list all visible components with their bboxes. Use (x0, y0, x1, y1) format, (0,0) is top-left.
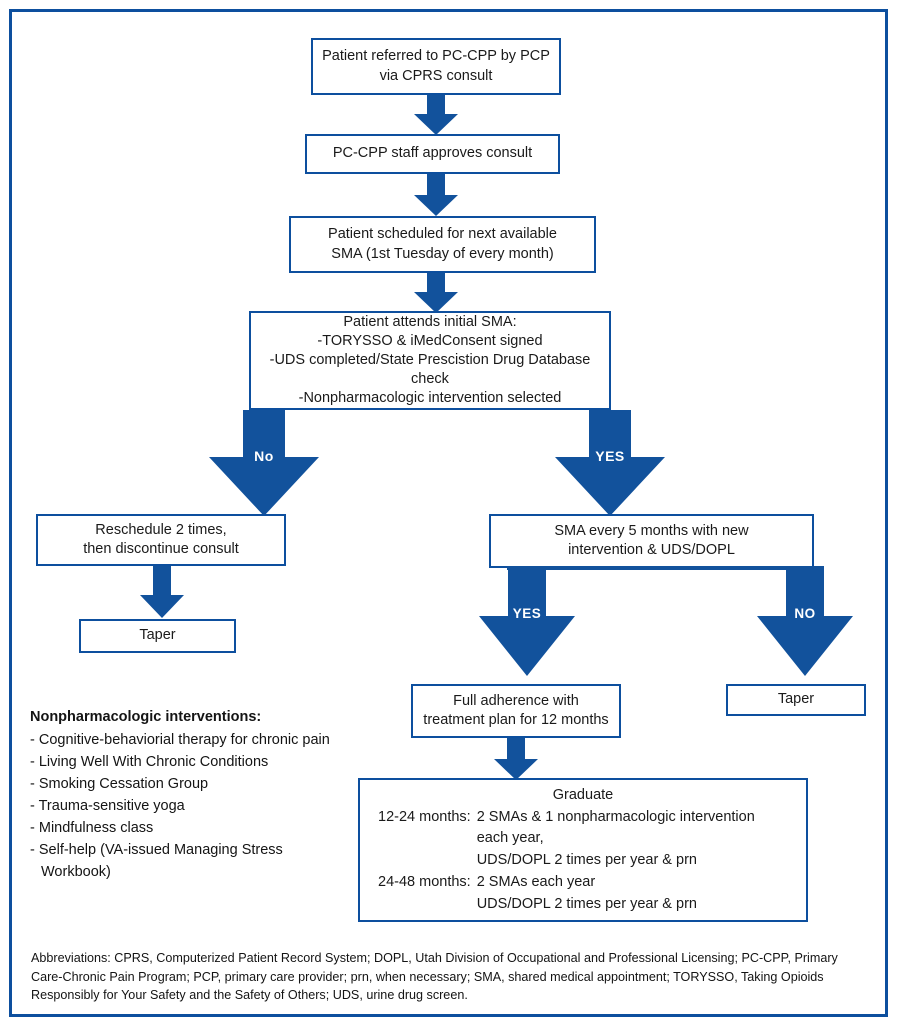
graduate-row: 24-48 months: 2 SMAs each year UDS/DOPL … (378, 872, 788, 916)
node-reschedule: Reschedule 2 times, then discontinue con… (36, 514, 286, 566)
abbreviations-footnote: Abbreviations: CPRS, Computerized Patien… (31, 951, 838, 1003)
node-taper-right: Taper (726, 684, 866, 716)
node-full-adherence: Full adherence with treatment plan for 1… (411, 684, 621, 738)
graduate-row-value: 2 SMAs & 1 nonpharmacologic intervention… (476, 808, 755, 869)
arrow-adherence-to-graduate (494, 738, 538, 780)
arrow-reschedule-to-taper (140, 566, 184, 618)
arrow-initial-sma-no: No (209, 410, 319, 516)
node-graduate: Graduate 12-24 months: 2 SMAs & 1 nonpha… (358, 778, 808, 922)
list-item: Cognitive-behaviorial therapy for chroni… (30, 729, 330, 751)
arrow-scheduling-to-initial-sma (414, 273, 458, 313)
connector-adherence-split-rail (507, 566, 807, 570)
node-taper-left: Taper (79, 619, 236, 653)
graduate-content: Graduate 12-24 months: 2 SMAs & 1 nonpha… (378, 785, 788, 916)
list-item: Trauma-sensitive yoga (30, 795, 330, 817)
arrow-referral-to-approval (414, 95, 458, 135)
graduate-row: 12-24 months: 2 SMAs & 1 nonpharmacologi… (378, 807, 788, 872)
node-staff-approval: PC-CPP staff approves consult (305, 134, 560, 174)
node-initial-sma: Patient attends initial SMA: -TORYSSO & … (249, 311, 611, 410)
list-item: Living Well With Chronic Conditions (30, 751, 330, 773)
legend-title: Nonpharmacologic interventions: (30, 709, 262, 725)
graduate-row-value: 2 SMAs each year UDS/DOPL 2 times per ye… (476, 873, 697, 912)
node-sma-scheduling-label: Patient scheduled for next available SMA… (328, 226, 557, 262)
node-patient-referral: Patient referred to PC-CPP by PCP via CP… (311, 38, 561, 95)
graduate-row-label: 12-24 months: (378, 808, 471, 825)
node-staff-approval-label: PC-CPP staff approves consult (332, 145, 533, 162)
legend-list: Cognitive-behaviorial therapy for chroni… (30, 729, 330, 883)
arrow-adherence-yes: YES (479, 566, 575, 676)
arrow-adherence-no: NO (757, 566, 853, 676)
node-patient-referral-label: Patient referred to PC-CPP by PCP via CP… (322, 48, 550, 84)
node-sma-every-5-months: SMA every 5 months with new intervention… (489, 514, 814, 568)
node-initial-sma-label: Patient attends initial SMA: -TORYSSO & … (269, 313, 591, 407)
arrow-approval-to-scheduling (414, 174, 458, 216)
node-taper-right-label: Taper (777, 691, 815, 708)
node-taper-left-label: Taper (139, 627, 176, 644)
graduate-title: Graduate (552, 786, 614, 803)
node-full-adherence-label: Full adherence with treatment plan for 1… (423, 692, 609, 728)
list-item: Mindfulness class (30, 817, 330, 839)
node-sma-scheduling: Patient scheduled for next available SMA… (289, 216, 596, 273)
list-item: Smoking Cessation Group (30, 773, 330, 795)
arrow-initial-sma-yes: YES (555, 410, 665, 516)
nonpharmacologic-interventions-legend: Nonpharmacologic interventions: Cognitiv… (30, 706, 330, 883)
graduate-row-label: 24-48 months: (378, 873, 471, 890)
list-item: Self-help (VA-issued Managing Stress Wor… (30, 839, 330, 883)
node-sma-every-5-months-label: SMA every 5 months with new intervention… (554, 522, 749, 558)
node-reschedule-label: Reschedule 2 times, then discontinue con… (83, 521, 239, 557)
